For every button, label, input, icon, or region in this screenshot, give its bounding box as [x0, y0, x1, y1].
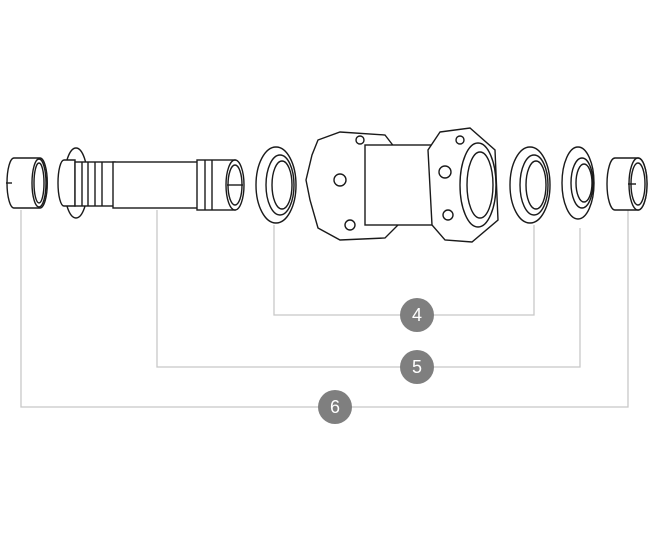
- leader-line-5: [156, 210, 581, 368]
- bearing-right-part: [509, 146, 551, 224]
- bearing-left-part: [255, 146, 297, 224]
- callout-badge-4: 4: [400, 298, 434, 332]
- end-cap-right-part: [606, 157, 648, 211]
- parts: [6, 127, 648, 243]
- leader-line-4: [273, 225, 535, 316]
- callout-badge-6: 6: [318, 390, 352, 424]
- axle-part: [57, 147, 245, 219]
- hub-body-part: [305, 127, 499, 243]
- callout-badge-5: 5: [400, 350, 434, 384]
- leader-line-6: [20, 210, 629, 408]
- end-cap-left-part: [6, 157, 48, 209]
- lock-ring-part: [561, 146, 595, 220]
- leader-lines: [20, 210, 629, 408]
